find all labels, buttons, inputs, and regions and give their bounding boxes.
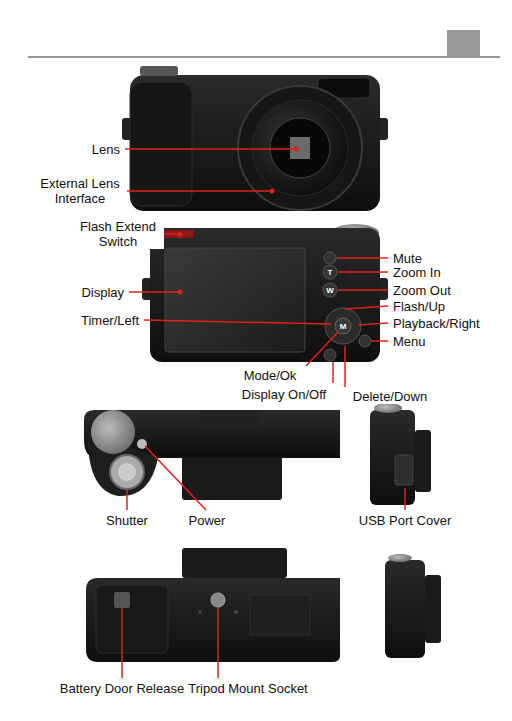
- part-label: External Lens Interface: [33, 176, 127, 206]
- page-header: [28, 30, 500, 57]
- part-label: Shutter: [105, 513, 149, 528]
- part-label: Lens: [91, 142, 121, 157]
- part-label: Playback/Right: [392, 316, 481, 331]
- part-label: Display: [80, 285, 125, 300]
- button-marking: T: [328, 268, 333, 277]
- part-label: Tripod Mount Socket: [187, 681, 308, 696]
- part-label: Timer/Left: [80, 313, 140, 328]
- part-label: Flash/Up: [392, 299, 446, 314]
- camera-top-view: [84, 410, 340, 500]
- button-marking: W: [326, 286, 334, 295]
- part-label: Menu: [392, 334, 427, 349]
- part-label: Delete/Down: [352, 389, 428, 404]
- camera-back-view: [142, 224, 388, 362]
- leader-dots: [178, 147, 299, 295]
- part-label: Zoom In: [392, 265, 442, 280]
- camera-side-view: [370, 403, 431, 505]
- camera-bottom-view: [86, 548, 340, 662]
- part-label: USB Port Cover: [358, 513, 452, 528]
- part-label: Display On/Off: [241, 387, 327, 402]
- button-marking: M: [340, 322, 347, 331]
- part-label: Zoom Out: [392, 283, 452, 298]
- part-label: Mode/Ok: [243, 368, 298, 383]
- leader-lines: [122, 149, 405, 678]
- part-label: Mute: [392, 251, 423, 266]
- part-label: Power: [188, 513, 227, 528]
- part-label: Battery Door Release: [59, 681, 185, 696]
- camera-front-view: [122, 66, 388, 211]
- part-label: Flash Extend Switch: [72, 219, 164, 249]
- camera-side-view: [385, 554, 441, 658]
